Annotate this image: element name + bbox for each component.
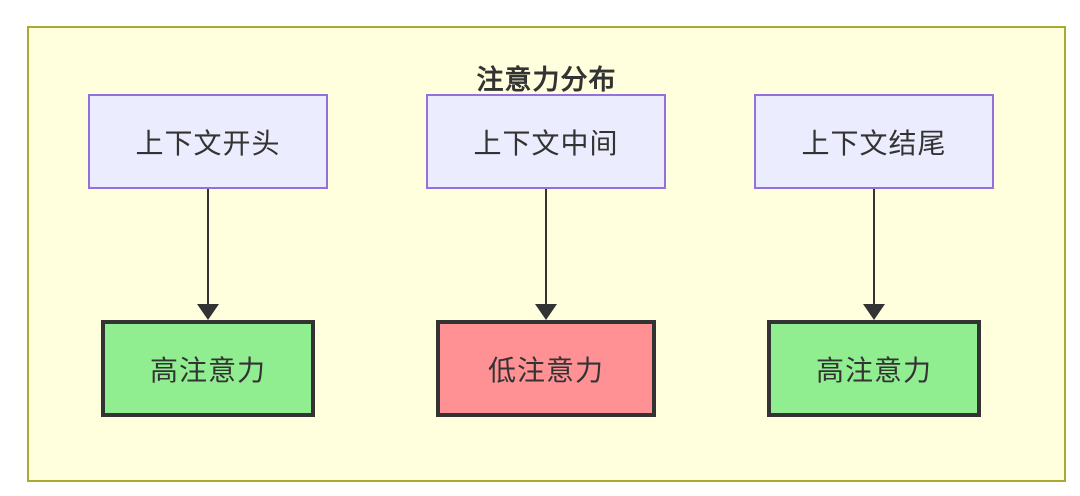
arrow-context-end-to-high-attention [863,189,885,320]
node-low-attention-label: 低注意力 [487,354,604,386]
arrow-context-middle-to-low-attention [535,189,557,320]
diagram-title: 注意力分布 [476,65,617,95]
arrow-line [545,189,547,305]
arrow-line [207,189,209,305]
arrowhead-down-icon [863,304,885,320]
node-high-attention-1: 高注意力 [101,320,315,417]
arrow-context-start-to-high-attention [197,189,219,320]
node-high-attention-2: 高注意力 [767,320,981,417]
node-context-start-label: 上下文开头 [135,127,281,159]
node-context-middle: 上下文中间 [426,94,666,189]
node-high-attention-1-label: 高注意力 [149,354,266,386]
node-high-attention-2-label: 高注意力 [815,354,932,386]
node-low-attention: 低注意力 [436,320,656,417]
arrowhead-down-icon [197,304,219,320]
node-context-end-label: 上下文结尾 [801,127,947,159]
node-context-end: 上下文结尾 [754,94,994,189]
arrowhead-down-icon [535,304,557,320]
node-context-middle-label: 上下文中间 [473,127,619,159]
arrow-line [873,189,875,305]
node-context-start: 上下文开头 [88,94,328,189]
